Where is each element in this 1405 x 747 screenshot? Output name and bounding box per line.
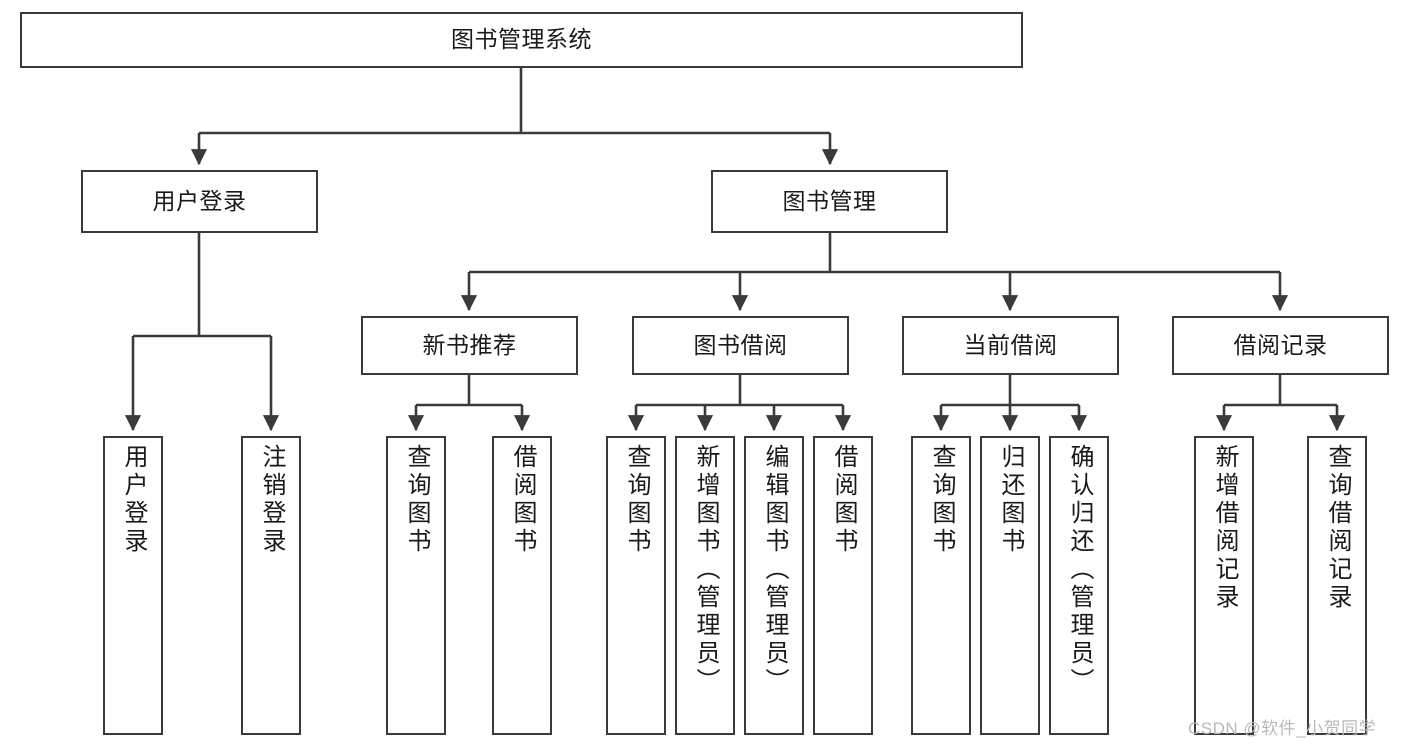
node-root-label: 图书管理系统 <box>451 26 592 53</box>
node-leaf-label: 注销登录 <box>258 444 285 556</box>
node-book-borrow[interactable]: 图书借阅 <box>632 316 849 375</box>
node-leaf-label: 查询图书 <box>928 444 955 556</box>
node-leaf-current-confirm-return[interactable]: 确认归还（管理员） <box>1049 436 1109 735</box>
node-leaf-record-query-record[interactable]: 查询借阅记录 <box>1307 436 1367 735</box>
node-leaf-label: 确认归还（管理员） <box>1066 444 1093 696</box>
node-new-book-recommend[interactable]: 新书推荐 <box>361 316 578 375</box>
node-leaf-borrow-query-book[interactable]: 查询图书 <box>606 436 666 735</box>
node-book-management-label: 图书管理 <box>782 187 877 214</box>
node-leaf-label: 查询借阅记录 <box>1324 444 1351 612</box>
node-root[interactable]: 图书管理系统 <box>20 12 1023 68</box>
node-leaf-current-query-book[interactable]: 查询图书 <box>911 436 971 735</box>
node-leaf-recommend-query-book[interactable]: 查询图书 <box>386 436 446 735</box>
node-user-login[interactable]: 用户登录 <box>81 170 318 233</box>
node-leaf-borrow-edit-book[interactable]: 编辑图书（管理员） <box>744 436 804 735</box>
node-leaf-user-login-login[interactable]: 用户登录 <box>103 436 163 735</box>
node-leaf-label: 借阅图书 <box>830 444 857 556</box>
node-borrow-record-label: 借阅记录 <box>1233 331 1328 358</box>
node-borrow-record[interactable]: 借阅记录 <box>1172 316 1389 375</box>
node-leaf-recommend-borrow-book[interactable]: 借阅图书 <box>492 436 552 735</box>
node-current-borrow-label: 当前借阅 <box>963 331 1058 358</box>
node-current-borrow[interactable]: 当前借阅 <box>902 316 1119 375</box>
node-leaf-label: 查询图书 <box>403 444 430 556</box>
node-leaf-label: 归还图书 <box>997 444 1024 556</box>
node-leaf-user-login-logout[interactable]: 注销登录 <box>241 436 301 735</box>
node-leaf-label: 借阅图书 <box>509 444 536 556</box>
node-leaf-current-return-book[interactable]: 归还图书 <box>980 436 1040 735</box>
node-user-login-label: 用户登录 <box>152 187 247 214</box>
node-leaf-label: 新增借阅记录 <box>1211 444 1238 612</box>
node-leaf-label: 查询图书 <box>623 444 650 556</box>
node-leaf-borrow-borrow-book[interactable]: 借阅图书 <box>813 436 873 735</box>
node-leaf-record-add-record[interactable]: 新增借阅记录 <box>1194 436 1254 735</box>
node-book-borrow-label: 图书借阅 <box>693 331 788 358</box>
node-leaf-label: 编辑图书（管理员） <box>761 444 788 696</box>
node-book-management[interactable]: 图书管理 <box>711 170 948 233</box>
node-leaf-borrow-add-book[interactable]: 新增图书（管理员） <box>675 436 735 735</box>
node-leaf-label: 用户登录 <box>120 444 147 556</box>
node-new-book-recommend-label: 新书推荐 <box>422 331 517 358</box>
node-leaf-label: 新增图书（管理员） <box>692 444 719 696</box>
